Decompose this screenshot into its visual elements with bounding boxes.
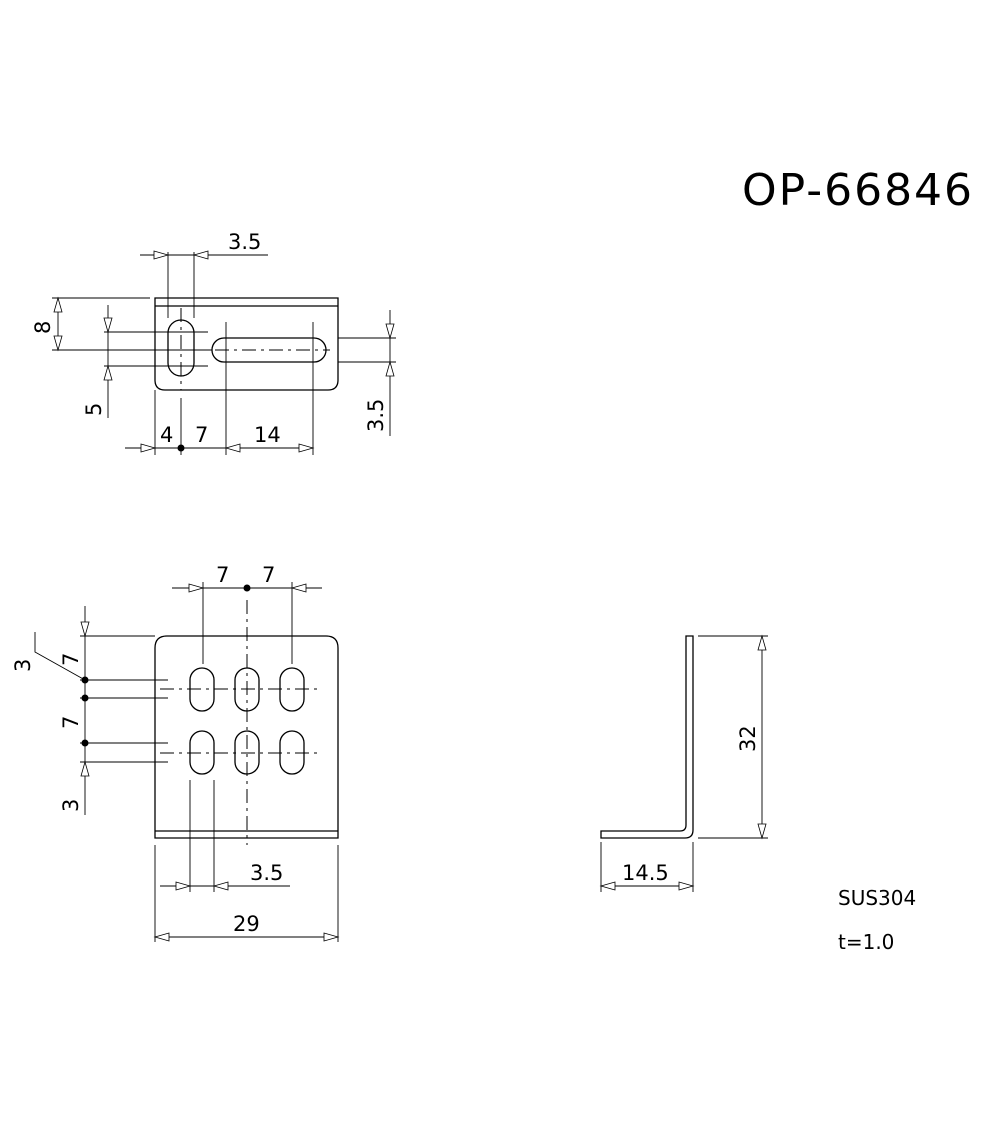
dim-top-slot-width: 3.5 [228,230,261,254]
side-view-profile [600,635,694,839]
dim-front-overall-width: 29 [233,912,260,936]
front-view: 7 7 7 7 3 3 3.5 29 [11,563,339,942]
thickness-note: t=1.0 [838,930,894,954]
dim-top-right-3.5: 3.5 [364,399,388,432]
dim-top-height-8: 8 [31,321,55,334]
dim-front-edge-bottom-3: 3 [59,799,83,812]
front-view-outline [154,635,339,839]
dim-side-flange: 14.5 [622,861,669,885]
top-view: 3.5 8 5 3.5 4 7 14 [31,230,396,455]
dim-front-row-7-top: 7 [59,653,83,666]
top-view-outline [154,297,339,391]
dim-front-row-7-mid: 7 [59,716,83,729]
dim-front-pitch-right: 7 [262,563,275,587]
side-view: 32 14.5 [600,635,768,892]
dim-top-slot-length-14: 14 [254,423,281,447]
dim-top-pitch-7: 7 [195,423,208,447]
dim-front-edge-top-3: 3 [11,659,35,672]
part-number-title: OP-66846 [742,165,974,216]
material-note: SUS304 [838,886,916,910]
dim-front-pitch-left: 7 [216,563,229,587]
dim-side-height: 32 [736,725,760,752]
dim-top-offset-4: 4 [160,423,173,447]
dim-front-slot-width: 3.5 [250,861,283,885]
dim-top-offset-5: 5 [82,403,106,416]
